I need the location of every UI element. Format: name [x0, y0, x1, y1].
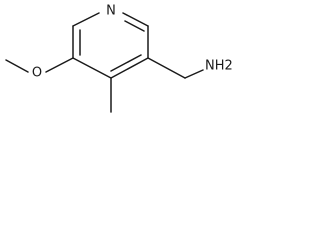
bond-ch2-n	[184, 69, 204, 79]
bond-c4-c5	[72, 57, 112, 79]
bond-c5-o	[45, 57, 74, 73]
bond-c3-ch2	[147, 57, 186, 79]
atom-label-amine: NH2	[205, 59, 233, 74]
bond-o-ch3	[5, 59, 29, 73]
bond-n-c2	[122, 12, 149, 27]
bond-c3-c4	[110, 57, 149, 79]
bond-n-c2-inner	[124, 20, 145, 32]
atom-label-ring-nitrogen: N	[106, 4, 116, 19]
bond-c3-c4-inner	[110, 54, 142, 72]
atom-label-methoxy-oxygen: O	[32, 66, 42, 81]
structure-diagram: N O NH2	[5, 4, 233, 113]
bond-c1-n	[72, 12, 100, 27]
